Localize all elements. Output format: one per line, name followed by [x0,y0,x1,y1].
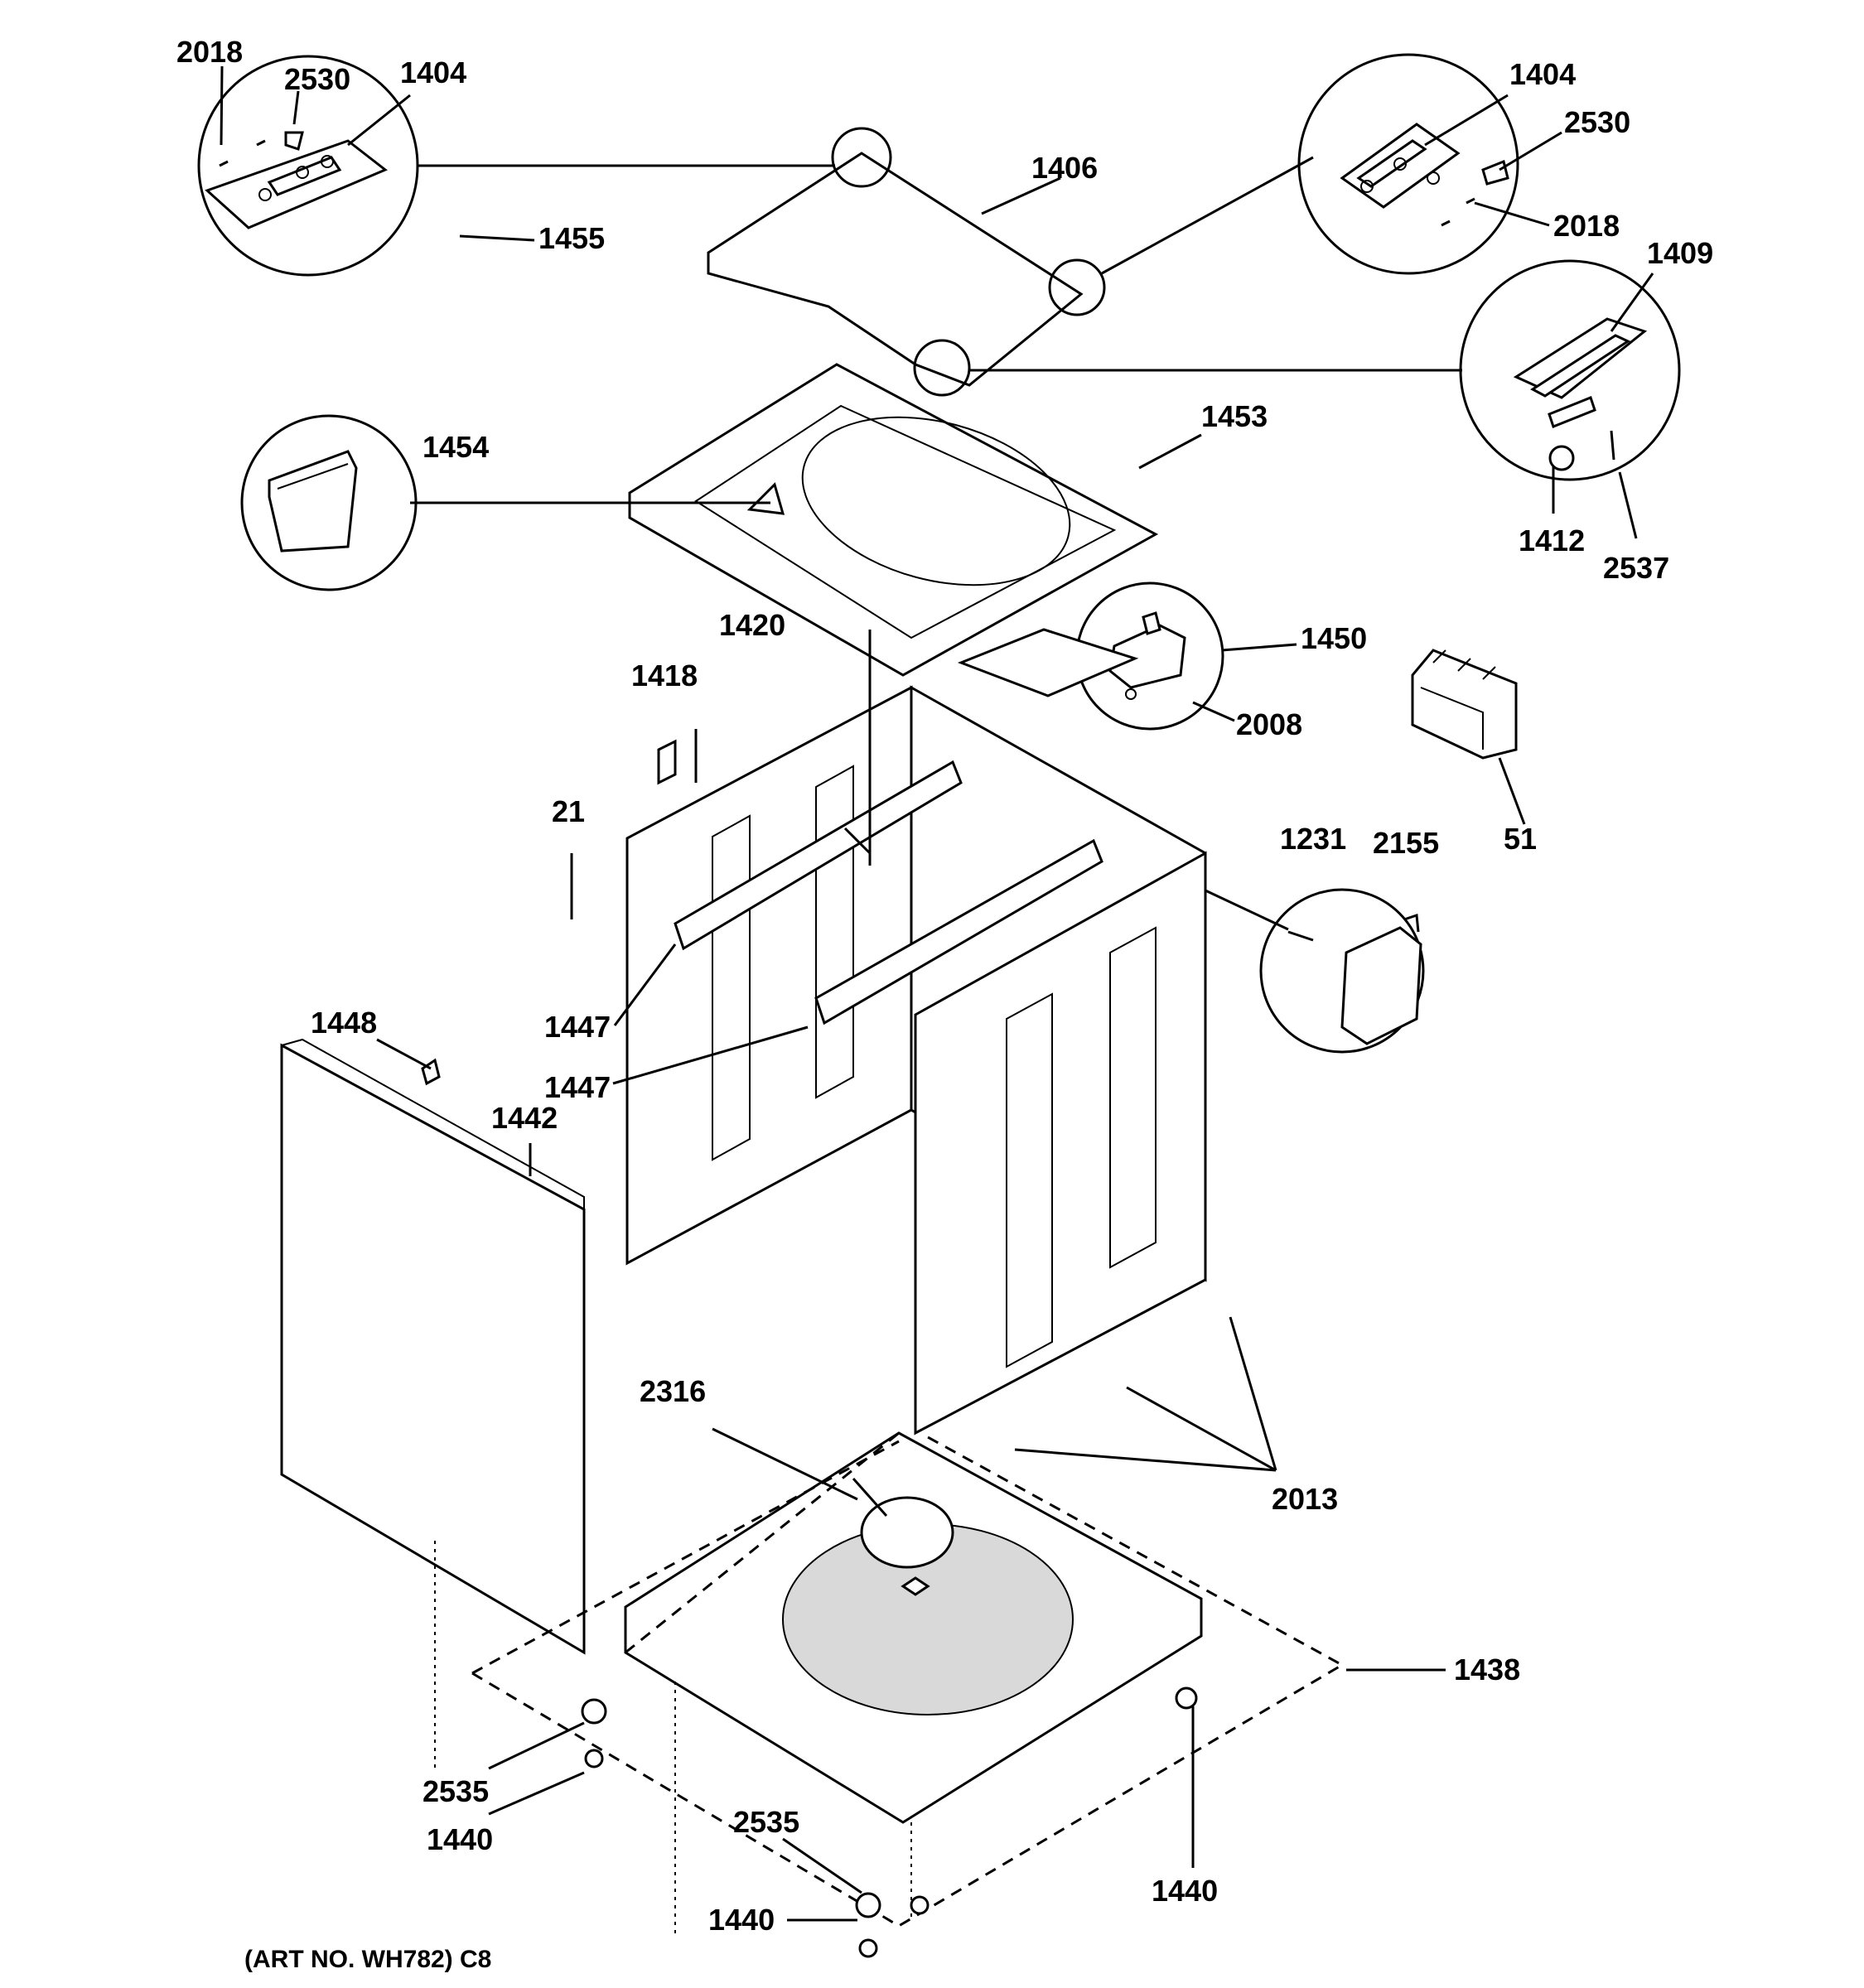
label-2018-top-right: 2018 [1553,209,1620,243]
detail-dispenser [240,414,418,591]
label-2013: 2013 [1272,1482,1338,1516]
base [471,1431,1345,1928]
label-1440-right: 1440 [1152,1874,1218,1908]
label-2530-top-left: 2530 [284,62,350,96]
cabinet [625,685,1207,1436]
label-2537: 2537 [1603,551,1669,585]
label-1454: 1454 [423,430,489,464]
detail-hinge-left [197,55,419,277]
label-1409: 1409 [1647,236,1713,270]
label-1404-top-right: 1404 [1509,57,1576,91]
label-1406: 1406 [1031,151,1098,185]
label-1231: 1231 [1280,822,1346,856]
label-1447-lower: 1447 [544,1070,611,1104]
label-2530-top-right: 2530 [1564,105,1630,139]
label-1448: 1448 [311,1006,377,1040]
label-1455: 1455 [538,221,605,255]
label-1404-top-left: 1404 [400,55,466,89]
label-1418: 1418 [631,659,698,692]
label-1442: 1442 [491,1101,558,1135]
label-1450: 1450 [1301,621,1367,655]
detail-valve [1259,888,1425,1054]
label-1440-left: 1440 [427,1822,493,1856]
label-2535-left: 2535 [423,1774,489,1808]
leader-lines [220,65,1654,1922]
label-2018-top-left: 2018 [176,35,243,69]
label-1447-upper: 1447 [544,1010,611,1044]
detail-lid-switch [1075,581,1224,731]
art-number-caption: (ART NO. WH782) C8 [244,1946,491,1973]
label-1453: 1453 [1201,399,1268,433]
label-1412: 1412 [1519,524,1585,557]
lid [707,127,1106,397]
callout-labels: 2018 2530 1404 1406 1455 1404 2530 2018 … [176,35,1713,1973]
label-2155: 2155 [1373,826,1439,860]
label-1438: 1438 [1454,1653,1520,1686]
detail-lid-latch [1459,259,1681,481]
hardware [421,739,1198,1958]
label-21: 21 [552,794,585,828]
label-1420: 1420 [719,608,785,642]
label-2008: 2008 [1236,707,1302,741]
label-2316: 2316 [640,1374,706,1408]
part-51-bracket [1411,649,1518,760]
label-1440-bottom: 1440 [708,1903,775,1937]
front-panel [280,1038,586,1655]
detail-hinge-right [1297,53,1519,275]
top-cover [628,363,1159,697]
label-2535-bottom: 2535 [733,1805,799,1839]
label-51: 51 [1504,822,1537,856]
